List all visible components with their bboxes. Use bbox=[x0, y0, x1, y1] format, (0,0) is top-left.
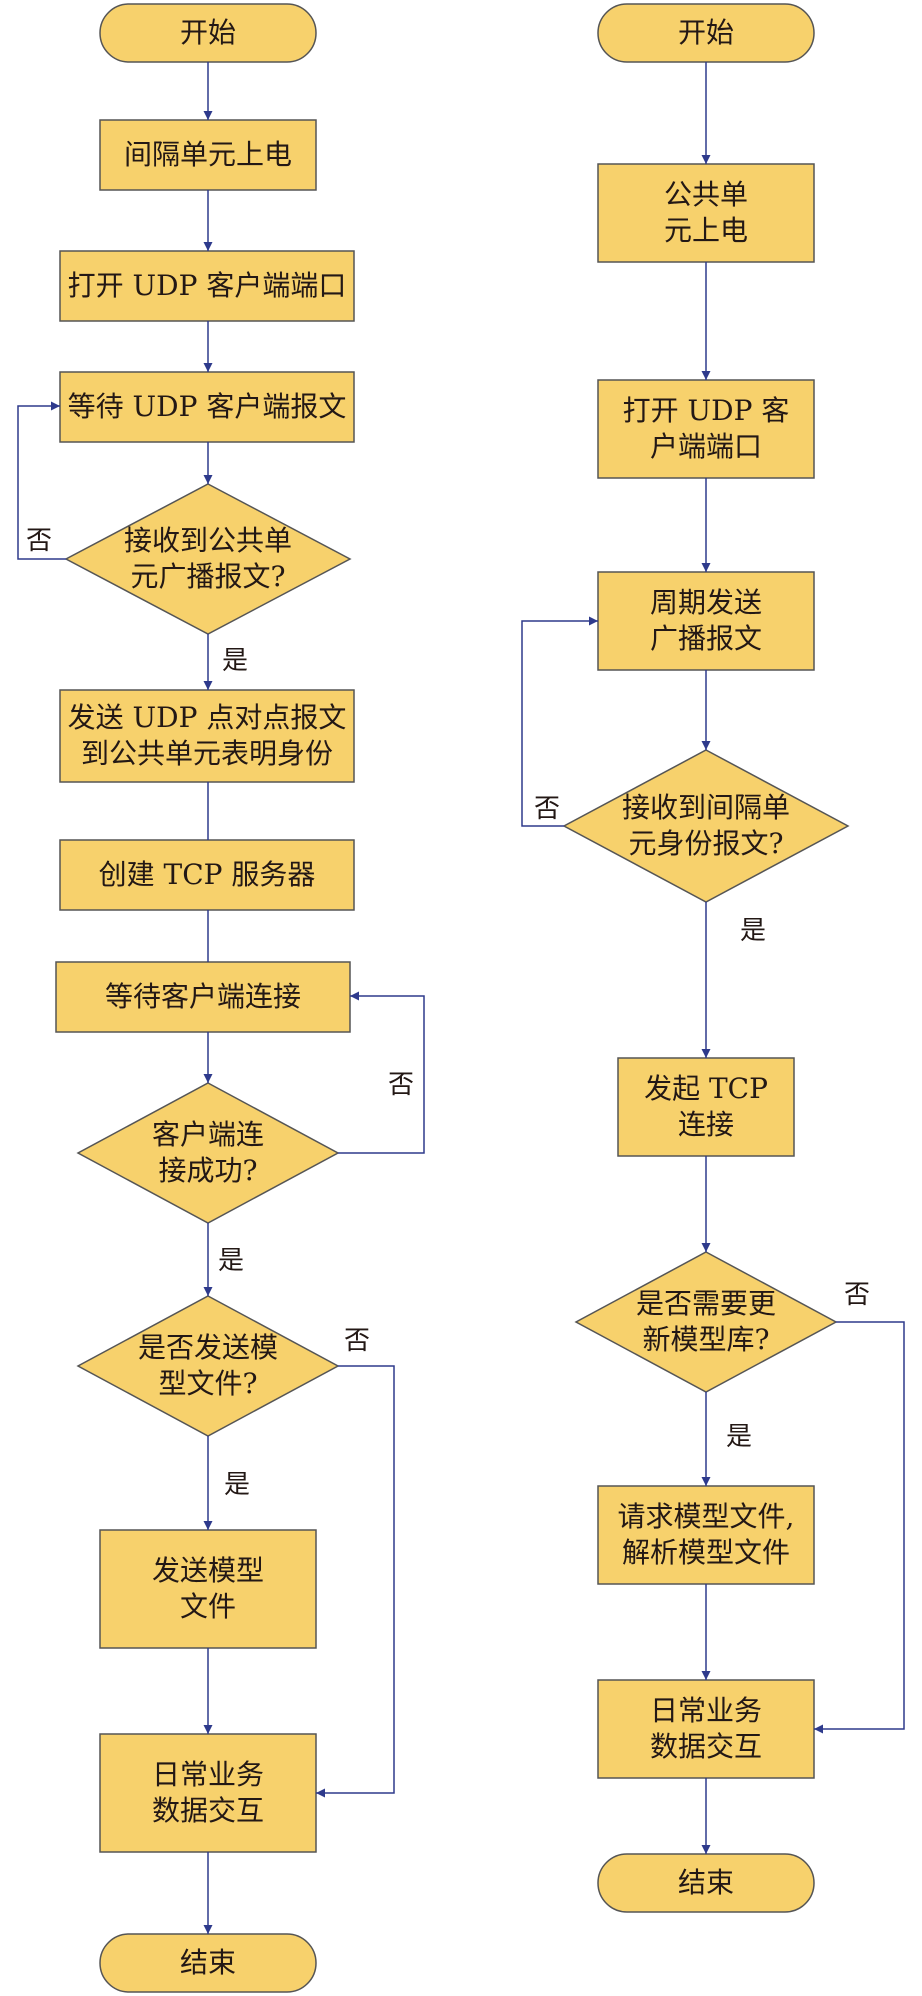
right-daily-box bbox=[597, 1679, 815, 1779]
left-send-model-label: 发送模型 文件 bbox=[151, 1554, 264, 1623]
left-start-label: 开始 bbox=[179, 16, 236, 49]
left-wait-udp-label: 等待 UDP 客户端报文 bbox=[67, 390, 347, 423]
right-request-model-label: 请求模型文件, 解析模型文件 bbox=[617, 1500, 795, 1569]
right-init-tcp-label: 发起 TCP 连接 bbox=[644, 1072, 768, 1141]
left-wait-client-label: 等待客户端连接 bbox=[104, 980, 301, 1013]
right-no-label-1: 否 bbox=[534, 794, 561, 824]
left-wait-udp-box bbox=[59, 371, 355, 443]
left-power-on-label: 间隔单元上电 bbox=[123, 138, 292, 171]
left-no-label-3: 否 bbox=[344, 1326, 371, 1356]
right-start-label: 开始 bbox=[677, 16, 734, 49]
right-open-udp-label: 打开 UDP 客 户端端口 bbox=[622, 394, 790, 463]
left-create-tcp-box bbox=[59, 839, 355, 911]
left-client-ok-label: 客户端连 接成功? bbox=[151, 1118, 264, 1187]
right-broadcast-label: 周期发送 广播报文 bbox=[649, 586, 762, 655]
right-daily-label: 日常业务 数据交互 bbox=[649, 1694, 762, 1763]
right-yes-label-1: 是 bbox=[740, 916, 767, 946]
right-power-on-label: 公共单 元上电 bbox=[663, 178, 748, 247]
right-recv-identity-label: 接收到间隔单 元身份报文? bbox=[621, 791, 790, 860]
right-yes-label-2: 是 bbox=[726, 1422, 753, 1452]
left-arrow-no-model-to-daily bbox=[316, 1365, 395, 1798]
left-open-udp-box bbox=[59, 250, 355, 322]
left-wait-client-box bbox=[55, 961, 351, 1033]
left-yes-label-1: 是 bbox=[222, 646, 249, 676]
left-send-p2p-label: 发送 UDP 点对点报文 到公共单元表明身份 bbox=[67, 701, 347, 770]
left-no-label-1: 否 bbox=[26, 526, 53, 556]
left-yes-label-3: 是 bbox=[224, 1470, 251, 1500]
left-daily-label: 日常业务 数据交互 bbox=[151, 1758, 264, 1827]
left-recv-broadcast-label: 接收到公共单 元广播报文? bbox=[123, 524, 292, 593]
right-update-label: 是否需要更 新模型库? bbox=[635, 1287, 776, 1356]
right-loop-no-identity bbox=[521, 616, 598, 827]
right-no-label-2: 否 bbox=[844, 1280, 871, 1310]
right-end-label: 结束 bbox=[677, 1866, 734, 1899]
left-send-model-q-label: 是否发送模 型文件? bbox=[137, 1331, 278, 1400]
right-broadcast-box bbox=[597, 571, 815, 671]
left-no-label-2: 否 bbox=[388, 1070, 415, 1100]
left-open-udp-label: 打开 UDP 客户端端口 bbox=[67, 269, 347, 302]
left-loop-no-recv bbox=[17, 401, 66, 560]
left-send-model-box bbox=[99, 1529, 317, 1649]
left-loop-no-client bbox=[338, 991, 425, 1154]
left-end-label: 结束 bbox=[179, 1946, 236, 1979]
left-create-tcp-label: 创建 TCP 服务器 bbox=[98, 858, 316, 891]
right-arrow-no-update-to-daily bbox=[814, 1321, 905, 1734]
left-yes-label-2: 是 bbox=[218, 1246, 245, 1276]
right-request-model-box bbox=[597, 1485, 815, 1585]
left-power-on-box bbox=[99, 119, 317, 191]
left-send-p2p-box bbox=[59, 689, 355, 783]
right-power-on-box bbox=[597, 163, 815, 263]
